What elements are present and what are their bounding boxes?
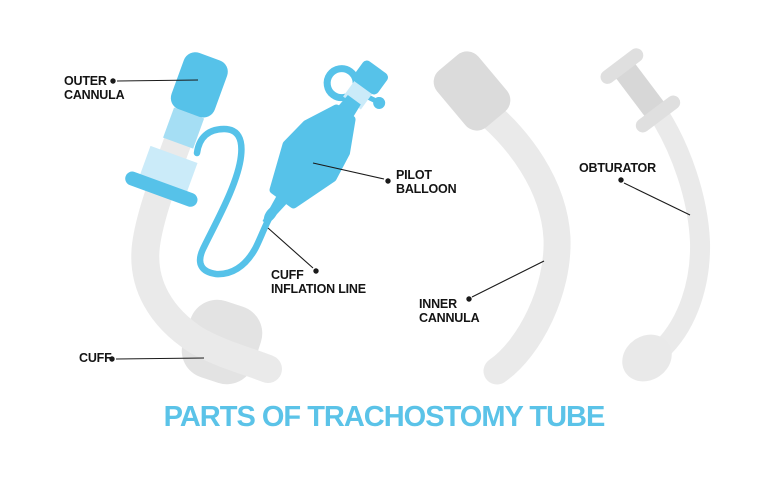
inner-cannula-connector-graphic [433, 51, 511, 131]
cuff-inflation-line-label-line2: INFLATION LINE [271, 282, 366, 296]
obturator-label: OBTURATOR [579, 161, 656, 175]
obturator-tube-graphic [650, 106, 711, 357]
pilot-balloon-label: PILOT BALLOON [396, 168, 457, 196]
cuff-inflation-leader-line [267, 227, 314, 269]
inner-cannula-label: INNER CANNULA [419, 297, 480, 325]
leader-lines [115, 79, 691, 360]
pilot-balloon-label-line2: BALLOON [396, 182, 457, 196]
outer-cannula-leader-line [116, 79, 199, 82]
cuff-leader-line [115, 357, 205, 360]
cuff-inflation-line-graphic [193, 125, 276, 278]
inner-cannula-leader-dot [466, 296, 472, 302]
inner-cannula-label-line1: INNER [419, 297, 457, 311]
pilot-balloon-leader-dot [385, 178, 391, 184]
pilot-balloon-ball [373, 96, 386, 109]
cuff-inflation-leader-dot [313, 268, 319, 274]
obturator-label-line1: OBTURATOR [579, 161, 656, 175]
pilot-balloon-graphic [262, 60, 388, 225]
obturator-leader-dot [618, 177, 624, 183]
cuff-label: CUFF [79, 351, 112, 365]
pilot-balloon-leader-line [312, 162, 385, 180]
cuff-inflation-line-label-line1: CUFF [271, 268, 304, 282]
obturator-handle-graphic [600, 48, 681, 133]
pilot-balloon-label-line1: PILOT [396, 168, 432, 182]
inner-cannula-leader-line [471, 260, 545, 298]
cuff-inflation-line-label: CUFF INFLATION LINE [271, 268, 366, 296]
cuff-leader-dot [109, 356, 115, 362]
outer-cannula-label-line1: OUTER [64, 74, 107, 88]
outer-cannula-label: OUTER CANNULA [64, 74, 125, 102]
outer-cannula-flange-bar [125, 171, 198, 207]
inner-cannula-label-line2: CANNULA [419, 311, 480, 325]
inner-cannula-tube-graphic [464, 91, 571, 385]
obturator-leader-line [623, 182, 691, 216]
outer-cannula-leader-dot [110, 78, 116, 84]
outer-cannula-connector [170, 52, 228, 118]
page-title: PARTS OF TRACHOSTOMY TUBE [163, 401, 606, 433]
cuff-label-line1: CUFF [79, 351, 112, 365]
obturator-tip-graphic [622, 334, 672, 382]
outer-cannula-graphic [125, 52, 228, 207]
outer-cannula-label-line2: CANNULA [64, 88, 125, 102]
outer-cannula-segment [163, 107, 205, 149]
pilot-balloon-cap [352, 60, 388, 95]
leader-dots [109, 78, 624, 362]
pilot-balloon-body [269, 104, 356, 209]
pilot-balloon-tail [262, 191, 291, 225]
